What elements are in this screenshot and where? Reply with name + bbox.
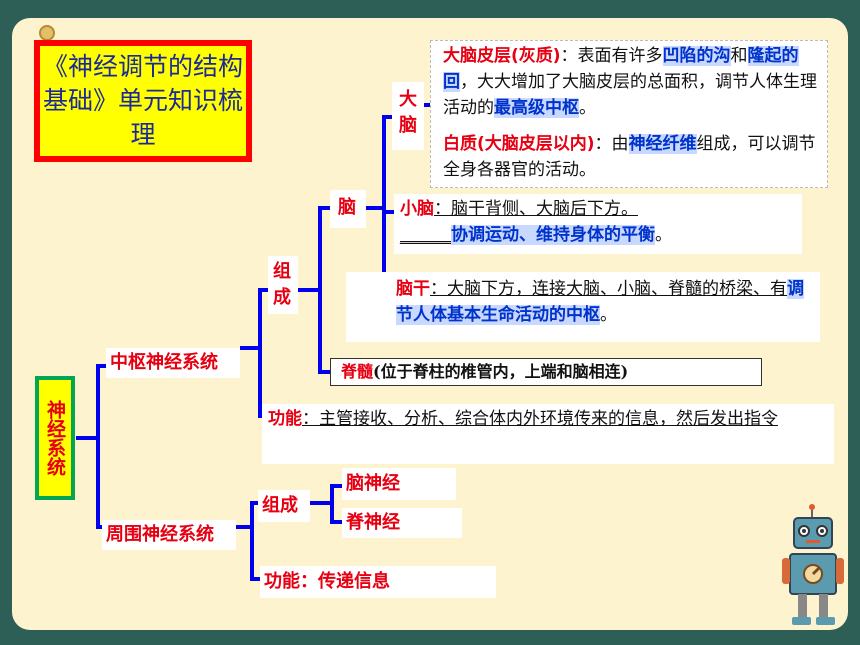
brain-node: 脑 bbox=[330, 190, 366, 228]
white-matter-title: 白质(大脑皮层以内) bbox=[443, 134, 595, 154]
spinal-cord-box: 脊髓(位于脊柱的椎管内，上端和脑相连) bbox=[330, 358, 762, 386]
white-matter-text-1: ：由 bbox=[594, 134, 629, 154]
central-function-box: 功能：主管接收、分析、综合体内外环境传来的信息，然后发出指令 bbox=[262, 404, 834, 464]
cerebellum-text-1: ：脑干背侧、大脑后下方。 bbox=[434, 199, 638, 219]
cortex-title: 大脑皮层(灰质) bbox=[443, 46, 561, 66]
cerebellum-highlight: 协调运动、维持身体的平衡 bbox=[451, 225, 655, 245]
brainstem-text-2: 。 bbox=[600, 305, 617, 325]
cortex-highlight-sulci: 凹陷的沟 bbox=[662, 46, 731, 66]
cortex-text-4: 。 bbox=[579, 98, 596, 118]
peripheral-nervous-system-node: 周围神经系统 bbox=[102, 520, 236, 550]
peripheral-function-node: 功能：传递信息 bbox=[260, 566, 496, 598]
spinal-cord-text: (位于脊柱的椎管内，上端和脑相连) bbox=[373, 362, 629, 381]
robot-icon bbox=[782, 504, 844, 625]
white-matter-text-2: 组成，可以调节全身各器官的活动。 bbox=[443, 134, 816, 180]
root-node-frame: 神经系统 bbox=[35, 376, 75, 500]
brainstem-box: 脑干：大脑下方，连接大脑、小脑、脊髓的桥梁、有调节人体基本生命活动的中枢。 bbox=[346, 272, 820, 342]
cortex-text-2: 和 bbox=[730, 46, 748, 66]
central-nervous-system-node: 中枢神经系统 bbox=[106, 348, 240, 378]
cerebrum-detail-box: 大脑皮层(灰质)：表面有许多凹陷的沟和隆起的回，大大增加了大脑皮层的总面积，调节… bbox=[430, 40, 828, 188]
cortex-text-1: ：表面有许多 bbox=[560, 46, 663, 66]
page-title: 《神经调节的结构基础》单元知识梳理 bbox=[40, 46, 246, 156]
cerebellum-text-2: 。 bbox=[655, 225, 672, 245]
root-node: 神经系统 bbox=[44, 400, 66, 476]
cerebellum-box: 小脑：脑干背侧、大脑后下方。 ______协调运动、维持身体的平衡。 bbox=[394, 194, 802, 254]
peripheral-composition-node: 组成 bbox=[258, 490, 310, 522]
white-matter-highlight: 神经纤维 bbox=[628, 134, 697, 154]
title-frame: 《神经调节的结构基础》单元知识梳理 bbox=[34, 40, 252, 162]
cerebellum-blank: ______ bbox=[400, 225, 451, 245]
central-function-label: 功能 bbox=[268, 409, 302, 429]
brainstem-title: 脑干 bbox=[396, 279, 430, 299]
cortex-highlight-center: 最高级中枢 bbox=[494, 98, 579, 118]
cerebellum-title: 小脑 bbox=[400, 199, 434, 219]
cortex-text-3: ，大大增加了大脑皮层的总面积，调节人体生理活动的 bbox=[443, 72, 817, 118]
cerebrum-node: 大脑 bbox=[392, 82, 424, 150]
brainstem-text-1: ：大脑下方，连接大脑、小脑、脊髓的桥梁、有 bbox=[430, 279, 787, 299]
central-function-text: ：主管接收、分析、综合体内外环境传来的信息，然后发出指令 bbox=[302, 409, 778, 429]
spinal-nerve-node: 脊神经 bbox=[342, 508, 462, 538]
cranial-nerve-node: 脑神经 bbox=[342, 468, 456, 500]
central-composition-node: 组成 bbox=[268, 256, 298, 314]
spinal-cord-title: 脊髓 bbox=[341, 362, 374, 381]
